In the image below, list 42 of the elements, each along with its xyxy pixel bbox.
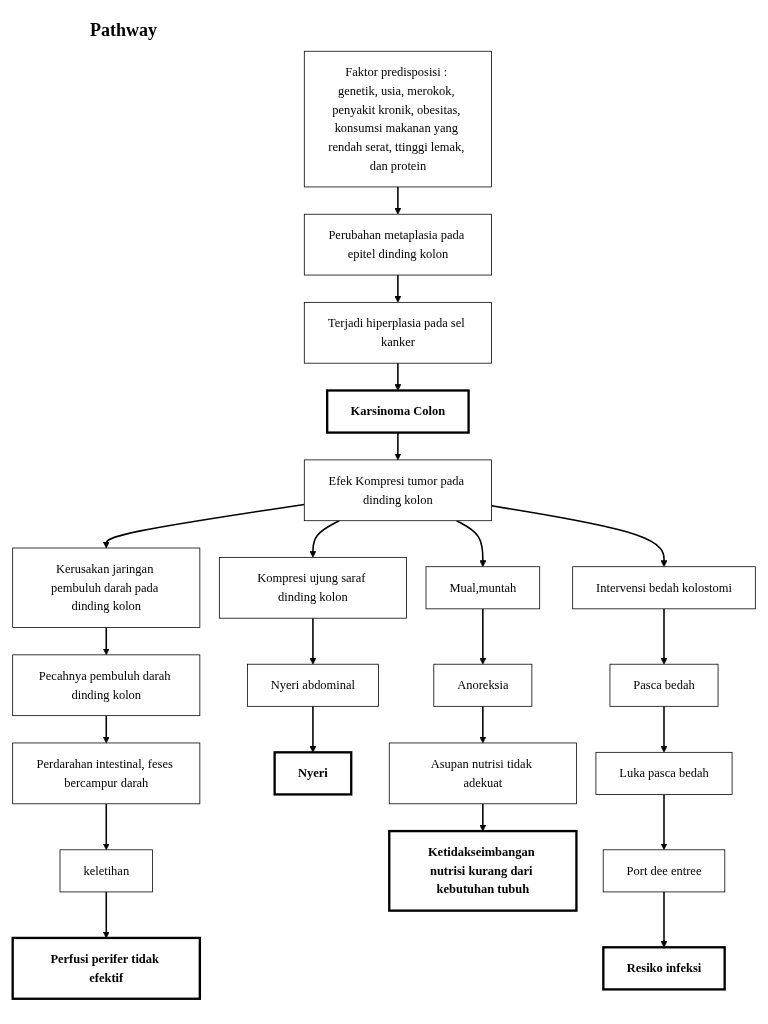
- node-box: Ketidakseimbangan nutrisi kurang dari kebutuhan tubuh: [388, 829, 578, 912]
- arrow: [102, 714, 110, 744]
- arrow: [479, 608, 487, 665]
- arrow: [309, 617, 317, 665]
- arrow: [102, 626, 110, 656]
- node-box: Perubahan metaplasia pada epitel dinding kolon: [303, 213, 492, 276]
- node-box: Anoreksia: [433, 663, 533, 707]
- arrow: [660, 608, 668, 665]
- diagram-title: Pathway: [90, 20, 157, 41]
- node-box: Pasca bedah: [609, 663, 719, 707]
- arrow: [490, 505, 668, 568]
- node-box: Perdarahan intestinal, feses bercampur darah: [12, 742, 201, 805]
- node-box: Port dee entree: [602, 849, 726, 893]
- node-box: Terjadi hiperplasia pada sel kanker: [303, 301, 492, 364]
- node-box: Pecahnya pembuluh darah dinding kolon: [12, 654, 201, 717]
- node-box: Mual,muntah: [425, 566, 541, 610]
- node-box: Kerusakan jaringan pembuluh darah pada dinding kolon: [12, 547, 201, 628]
- node-box: keletihan: [59, 849, 153, 893]
- node-box: Faktor predisposisi : genetik, usia, merokok, penyakit kronik, obesitas, konsumsi makanan yang rendah serat, ttinggi lemak, dan protein: [303, 50, 492, 188]
- node-box: Efek Kompresi tumor pada dinding kolon: [303, 459, 492, 522]
- arrow: [479, 705, 487, 744]
- arrow: [394, 274, 402, 303]
- node-box: Karsinoma Colon: [326, 389, 470, 434]
- node-box: Kompresi ujung saraf dinding kolon: [218, 556, 407, 619]
- arrow: [309, 705, 317, 753]
- arrow: [102, 503, 306, 549]
- node-box: Nyeri: [273, 751, 353, 796]
- arrow: [394, 362, 402, 391]
- arrow: [309, 519, 340, 558]
- arrow: [479, 803, 487, 832]
- node-box: Perfusi perifer tidak efektif: [11, 936, 201, 1000]
- node-box: Luka pasca bedah: [595, 751, 733, 795]
- node-box: Resiko infeksi: [602, 946, 726, 991]
- arrow: [102, 803, 110, 851]
- arrow: [660, 793, 668, 851]
- arrow: [660, 705, 668, 753]
- arrow: [394, 186, 402, 215]
- arrow: [660, 891, 668, 948]
- node-box: Intervensi bedah kolostomi: [572, 566, 756, 610]
- arrow: [455, 519, 487, 568]
- node-box: Asupan nutrisi tidak adekuat: [388, 742, 577, 805]
- node-box: Nyeri abdominal: [247, 663, 379, 707]
